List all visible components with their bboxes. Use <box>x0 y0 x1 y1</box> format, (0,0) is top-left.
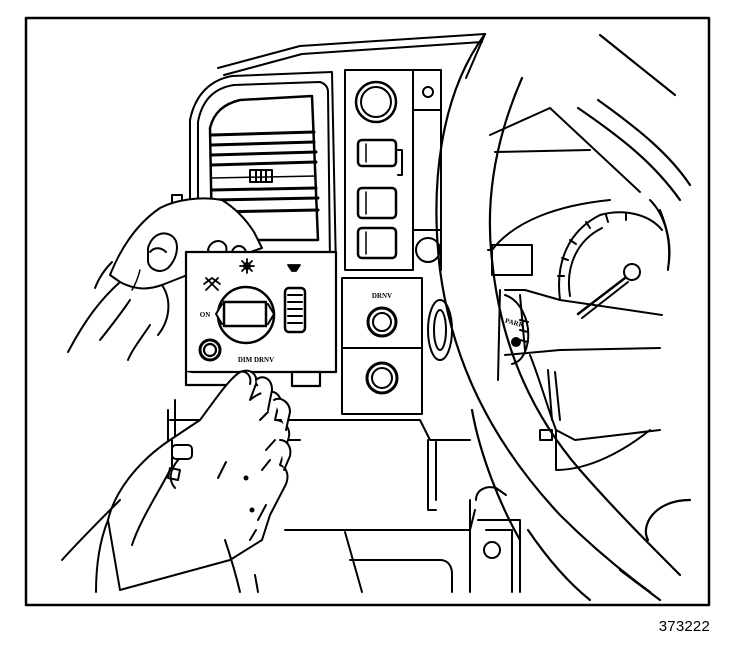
steering-column <box>427 289 663 471</box>
dashboard-top-edge <box>217 33 486 79</box>
headlamp-switch <box>184 250 338 388</box>
air-vent <box>171 71 337 271</box>
lower-dash <box>167 399 521 593</box>
adjacent-switch-label: DRNV <box>372 292 392 300</box>
dome-lamp-icon <box>287 264 301 272</box>
headlamp-switch-auto-label: ON <box>200 311 211 319</box>
instrument-cluster <box>487 107 671 319</box>
adjacent-switch-lower-knob <box>365 361 399 395</box>
headlamp-icon <box>239 258 255 274</box>
right-hand-lower <box>95 369 292 593</box>
center-switch-panel <box>344 69 442 271</box>
speedometer-needle-pivot <box>623 263 641 281</box>
headlamp-switch-dimmer-label: DIM DRNV <box>238 356 274 364</box>
stalk-hub <box>504 294 530 365</box>
headlamp-knob-grip[interactable] <box>222 300 268 328</box>
adjacent-switch-panel <box>341 277 423 415</box>
figure-number: 373222 <box>658 618 710 635</box>
adjacent-switch-upper-knob <box>366 306 398 338</box>
figure-frame <box>24 16 711 607</box>
steering-wheel <box>435 32 692 602</box>
parking-lamp-icon <box>203 277 221 291</box>
left-side-lines <box>61 439 193 561</box>
